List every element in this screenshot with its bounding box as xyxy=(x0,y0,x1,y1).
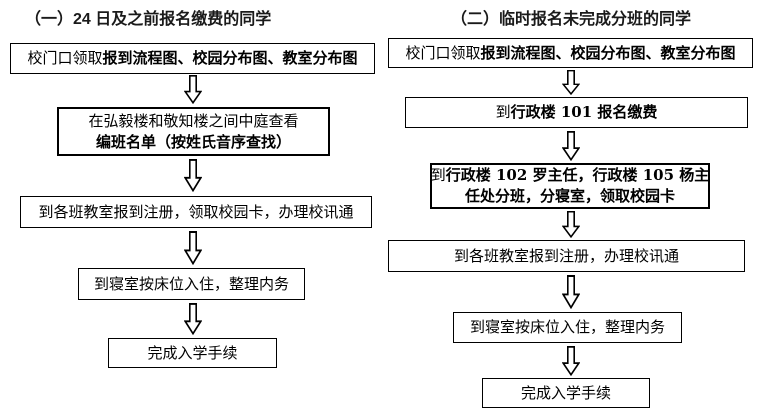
flow-column-pre-paid: （一）24 日及之前报名缴费的同学 校门口领取报到流程图、校园分布图、教室分布图… xyxy=(10,0,376,420)
step-text-line: 校门口领取报到流程图、校园分布图、教室分布图 xyxy=(27,49,358,67)
step-text-line: 任处分班，分寝室，领取校园卡 xyxy=(464,187,675,205)
walk-in-students-step-5: 到寝室按床位入住，整理内务 xyxy=(453,312,682,343)
down-arrow-icon xyxy=(562,70,580,95)
down-arrow-icon xyxy=(562,346,580,376)
column-title: （二）临时报名未完成分班的同学 xyxy=(450,11,691,28)
step-text-line: 到寝室按床位入住，整理内务 xyxy=(469,318,665,336)
down-arrow-icon xyxy=(562,131,580,161)
pre-paid-students-step-5: 完成入学手续 xyxy=(108,338,277,368)
pre-paid-students-step-1: 校门口领取报到流程图、校园分布图、教室分布图 xyxy=(10,43,375,74)
step-text-line: 在弘毅楼和敬知楼之间中庭查看 xyxy=(88,111,299,130)
column-title: （一）24 日及之前报名缴费的同学 xyxy=(25,11,272,28)
step-text-line: 完成入学手续 xyxy=(147,343,238,362)
step-text-line: 到行政楼 101 报名缴费 xyxy=(495,103,658,121)
flow-column-walk-in: （二）临时报名未完成分班的同学 校门口领取报到流程图、校园分布图、教室分布图到行… xyxy=(388,0,754,420)
pre-paid-students-step-3: 到各班教室报到注册，领取校园卡，办理校讯通 xyxy=(20,196,372,228)
walk-in-students-step-6: 完成入学手续 xyxy=(482,378,650,408)
step-text-line: 编班名单（按姓氏音序查找） xyxy=(95,132,291,151)
down-arrow-icon xyxy=(184,159,202,192)
step-text-line: 校门口领取报到流程图、校园分布图、教室分布图 xyxy=(405,43,736,62)
step-text-line: 到寝室按床位入住，整理内务 xyxy=(93,274,289,293)
down-arrow-icon xyxy=(562,211,580,238)
step-text-line: 到各班教室报到注册，领取校园卡，办理校讯通 xyxy=(38,202,354,221)
down-arrow-icon xyxy=(184,303,202,335)
down-arrow-icon xyxy=(562,275,580,309)
down-arrow-icon xyxy=(184,231,202,265)
walk-in-students-step-3: 到行政楼 102 罗主任，行政楼 105 杨主任处分班，分寝室，领取校园卡 xyxy=(430,163,710,209)
walk-in-students-step-2: 到行政楼 101 报名缴费 xyxy=(405,97,748,128)
pre-paid-students-step-4: 到寝室按床位入住，整理内务 xyxy=(78,268,305,300)
step-text-line: 完成入学手续 xyxy=(520,383,611,402)
walk-in-students-step-4: 到各班教室报到注册，办理校讯通 xyxy=(388,240,745,272)
step-text-line: 到各班教室报到注册，办理校讯通 xyxy=(453,246,679,265)
step-text-line: 到行政楼 102 罗主任，行政楼 105 杨主 xyxy=(430,166,710,184)
walk-in-students-step-1: 校门口领取报到流程图、校园分布图、教室分布图 xyxy=(388,38,753,68)
down-arrow-icon xyxy=(184,75,202,104)
pre-paid-students-step-2: 在弘毅楼和敬知楼之间中庭查看编班名单（按姓氏音序查找） xyxy=(57,107,330,156)
